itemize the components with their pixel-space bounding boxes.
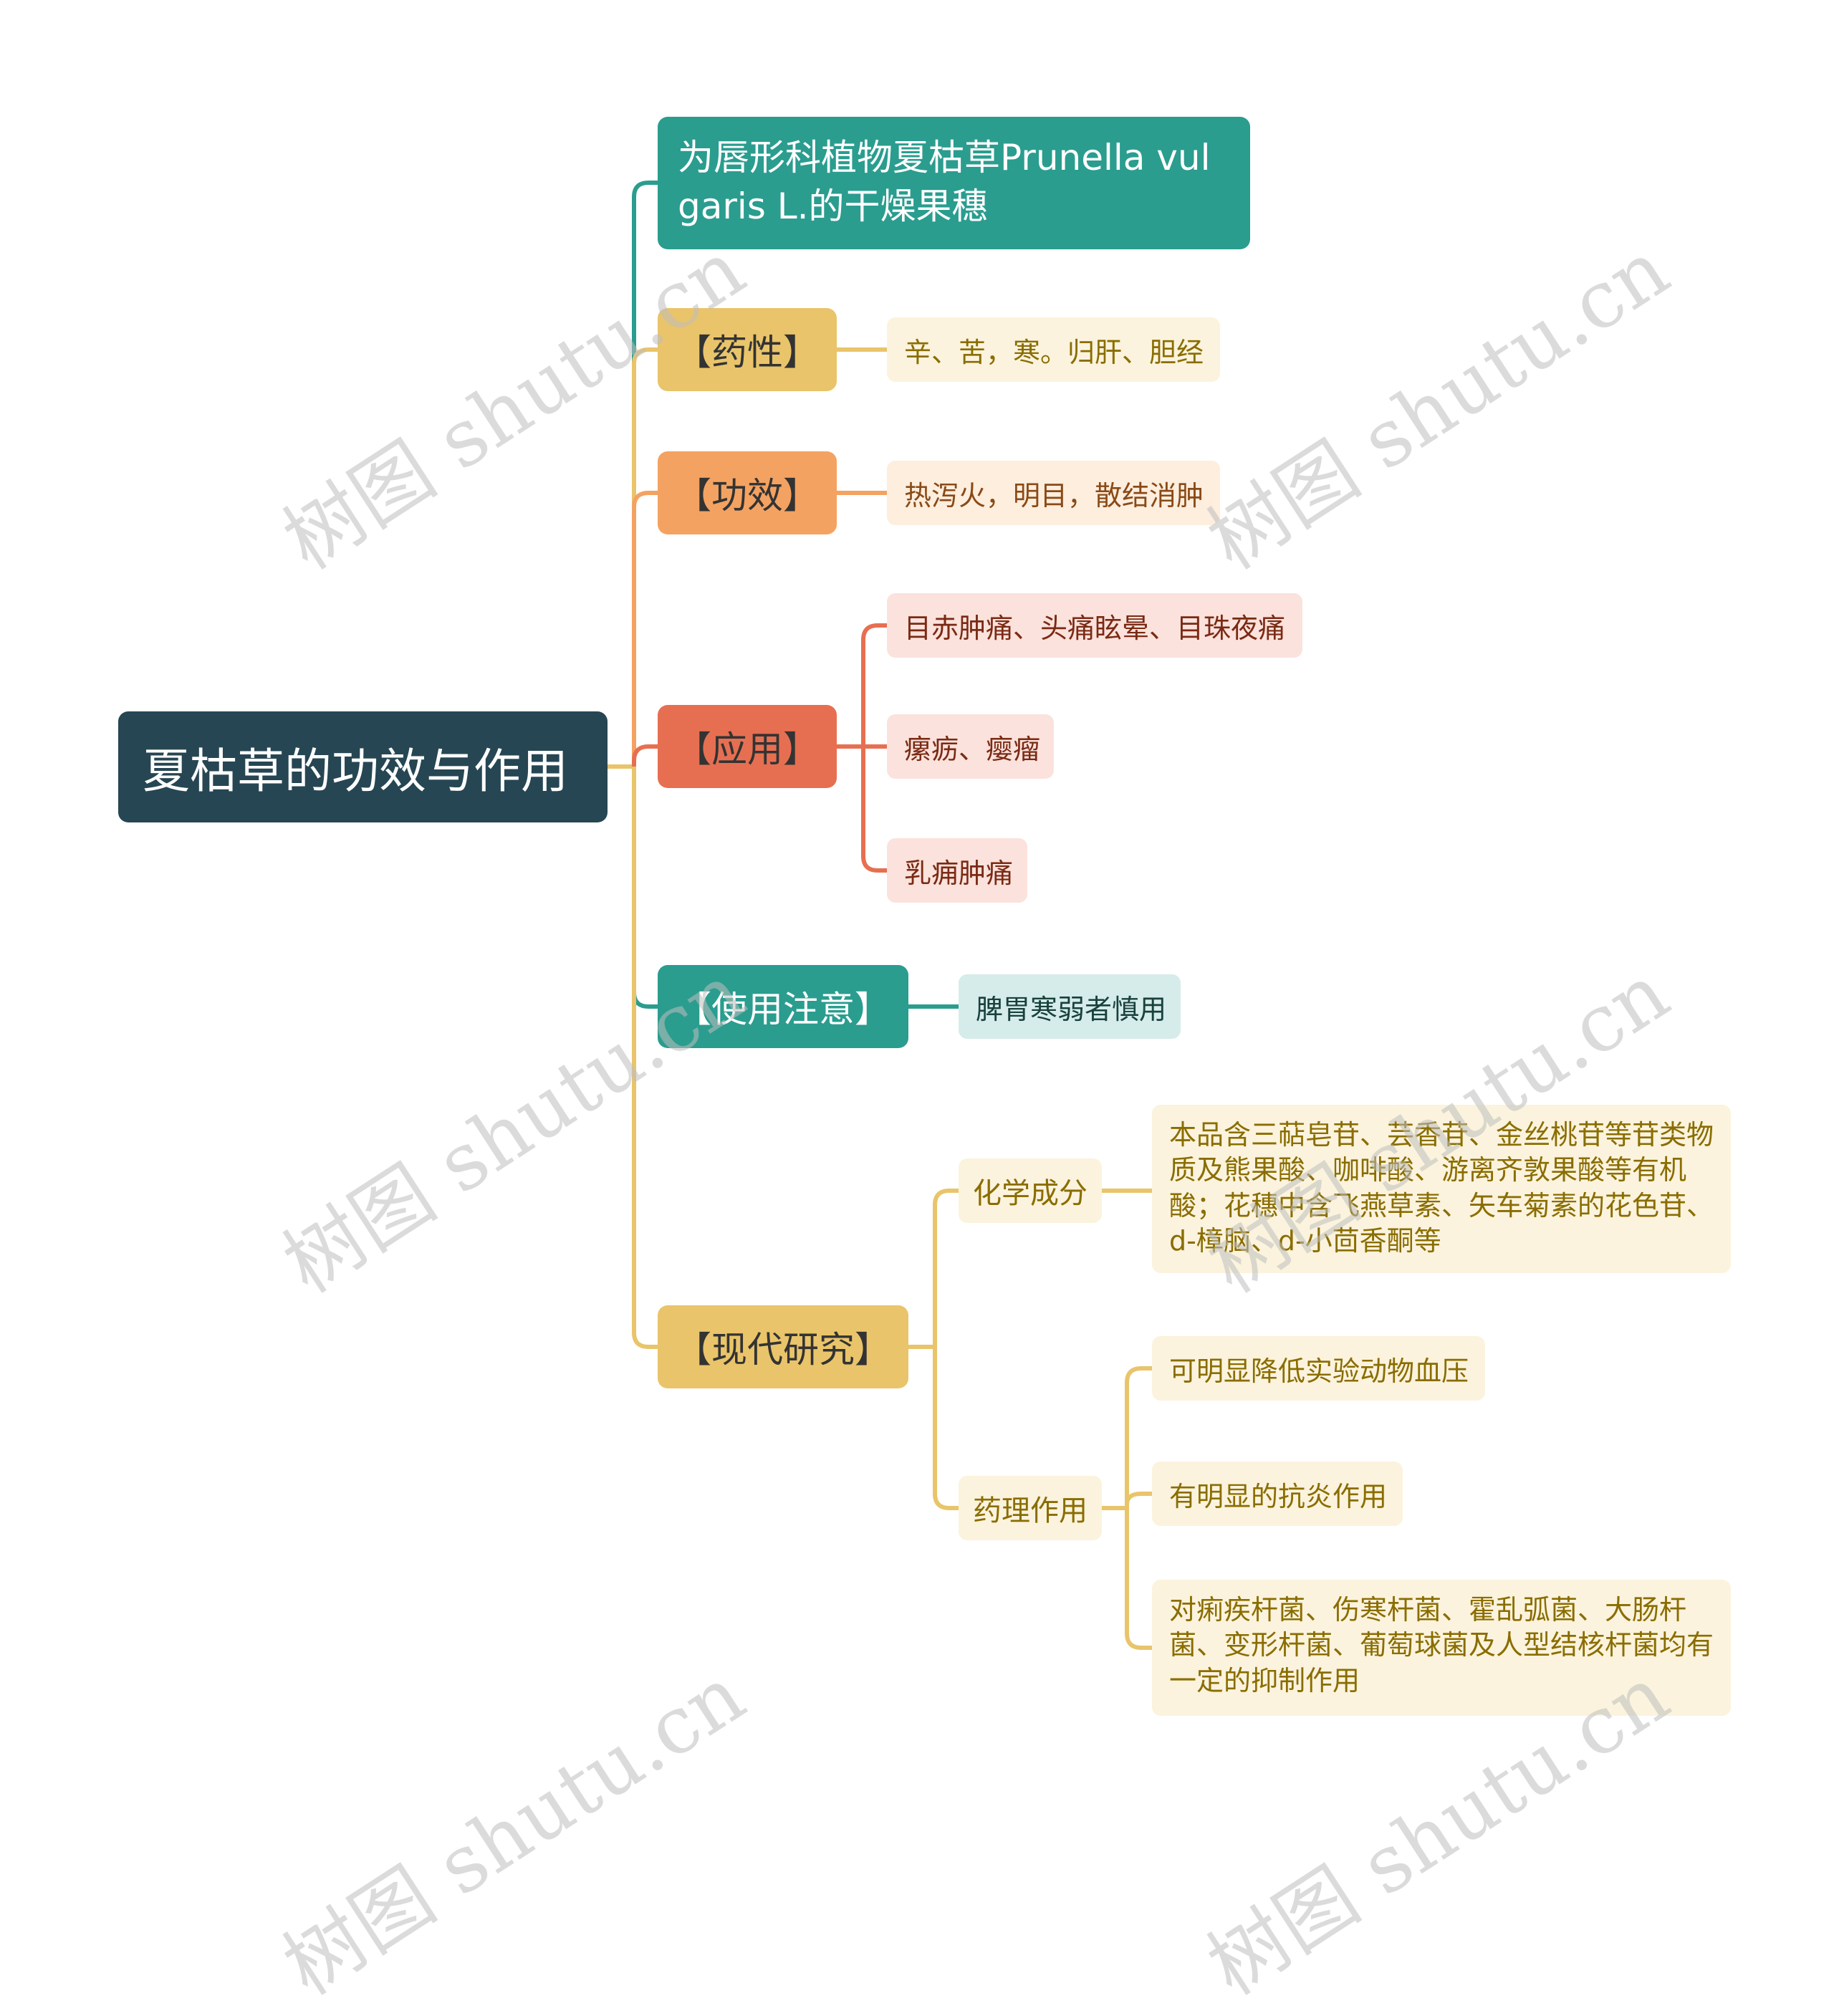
link-application-3: [861, 747, 887, 873]
chemistry-detail-text: 本品含三萜皂苷、芸香苷、金丝桃苷等苷类物质及熊果酸、咖啡酸、游离齐敦果酸等有机酸…: [1169, 1119, 1714, 1257]
root-node[interactable]: 夏枯草的功效与作用: [118, 711, 608, 822]
research-pharmacology-label: 药理作用: [973, 1494, 1088, 1527]
branch-caution-label: 【使用注意】: [676, 989, 890, 1030]
property-detail[interactable]: 辛、苦，寒。归肝、胆经: [887, 317, 1220, 382]
pharmacology-item[interactable]: 有明显的抗炎作用: [1152, 1461, 1403, 1526]
application-item-text: 目赤肿痛、头痛眩晕、目珠夜痛: [904, 612, 1286, 644]
link-research: [632, 767, 658, 1349]
branch-application-label: 【应用】: [676, 729, 819, 770]
branch-research-label: 【现代研究】: [676, 1329, 890, 1371]
link-research-pharmacology: [933, 1347, 959, 1510]
caution-detail[interactable]: 脾胃寒弱者慎用: [959, 974, 1181, 1039]
link-application: [632, 744, 658, 767]
link-property: [632, 347, 658, 767]
link-pharmacology-1: [1125, 1366, 1152, 1508]
application-item-text: 瘰疬、瘿瘤: [904, 733, 1041, 765]
application-item[interactable]: 瘰疬、瘿瘤: [887, 714, 1054, 779]
pharmacology-item-text: 对痢疾杆菌、伤寒杆菌、霍乱弧菌、大肠杆菌、变形杆菌、葡萄球菌及人型结核杆菌均有一…: [1169, 1594, 1714, 1696]
link-pharmacology-2: [1125, 1492, 1152, 1508]
definition-node[interactable]: 为唇形科植物夏枯草Prunella vulgaris L.的干燥果穗: [658, 117, 1250, 249]
pharmacology-item-text: 可明显降低实验动物血压: [1169, 1355, 1469, 1387]
research-pharmacology[interactable]: 药理作用: [959, 1476, 1102, 1540]
branch-property-label: 【药性】: [676, 332, 819, 373]
connector-lines: [608, 181, 1152, 1650]
research-chemistry-label: 化学成分: [973, 1177, 1088, 1210]
pharmacology-item[interactable]: 可明显降低实验动物血压: [1152, 1336, 1485, 1401]
effect-detail-text: 热泻火，明目，散结消肿: [904, 479, 1204, 512]
pharmacology-item[interactable]: 对痢疾杆菌、伤寒杆菌、霍乱弧菌、大肠杆菌、变形杆菌、葡萄球菌及人型结核杆菌均有一…: [1152, 1580, 1731, 1716]
chemistry-detail[interactable]: 本品含三萜皂苷、芸香苷、金丝桃苷等苷类物质及熊果酸、咖啡酸、游离齐敦果酸等有机酸…: [1152, 1105, 1731, 1273]
root-label: 夏枯草的功效与作用: [143, 743, 568, 799]
link-definition: [632, 181, 658, 767]
branch-research[interactable]: 【现代研究】: [658, 1305, 908, 1388]
application-item[interactable]: 乳痈肿痛: [887, 838, 1027, 903]
branch-caution[interactable]: 【使用注意】: [658, 965, 908, 1048]
pharmacology-item-text: 有明显的抗炎作用: [1169, 1480, 1388, 1512]
property-detail-text: 辛、苦，寒。归肝、胆经: [904, 336, 1204, 368]
link-caution: [632, 767, 658, 1009]
caution-detail-text: 脾胃寒弱者慎用: [976, 993, 1167, 1025]
research-chemistry[interactable]: 化学成分: [959, 1158, 1102, 1223]
effect-detail[interactable]: 热泻火，明目，散结消肿: [887, 461, 1220, 525]
link-application-1: [861, 623, 887, 747]
branch-effect-label: 【功效】: [676, 475, 819, 517]
link-pharmacology-3: [1125, 1508, 1152, 1650]
branch-application[interactable]: 【应用】: [658, 705, 837, 788]
link-research-chemistry: [933, 1189, 959, 1347]
branch-property[interactable]: 【药性】: [658, 308, 837, 391]
application-item-text: 乳痈肿痛: [904, 857, 1014, 889]
application-item[interactable]: 目赤肿痛、头痛眩晕、目珠夜痛: [887, 593, 1302, 658]
link-effect: [632, 491, 658, 767]
definition-text: 为唇形科植物夏枯草Prunella vulgaris L.的干燥果穗: [678, 137, 1211, 227]
branch-effect[interactable]: 【功效】: [658, 451, 837, 534]
